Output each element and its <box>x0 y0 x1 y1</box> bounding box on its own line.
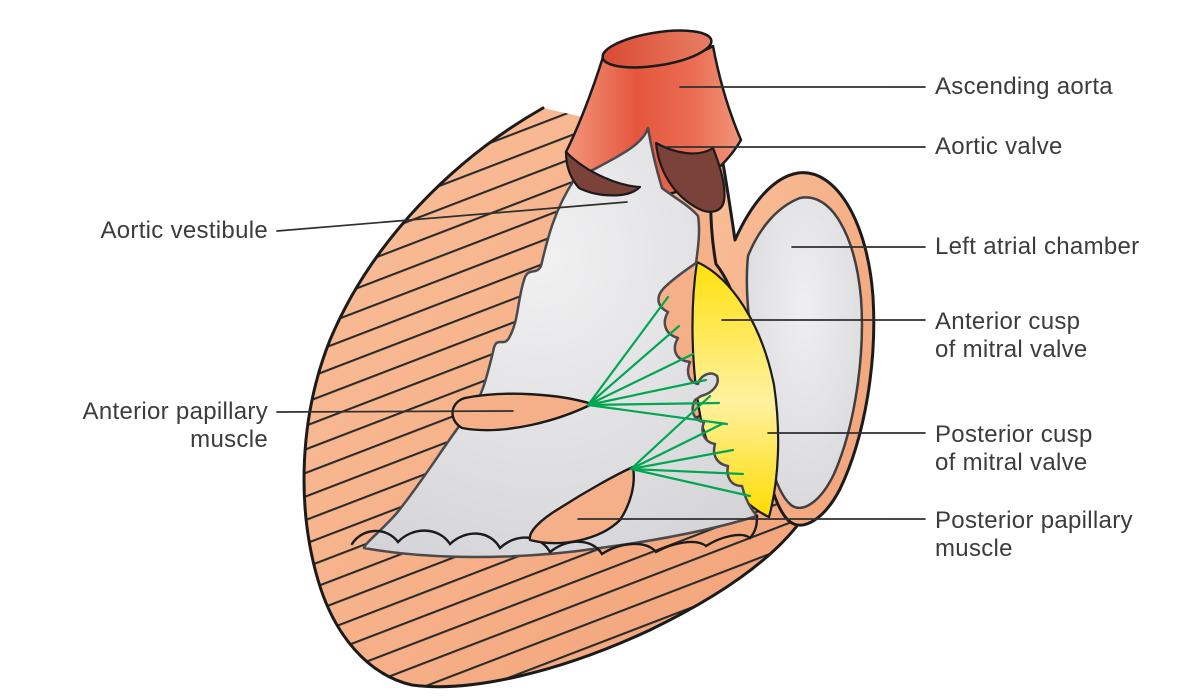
aortic-valve-cusps <box>564 141 726 213</box>
label-ascending-aorta: Ascending aorta <box>935 73 1113 100</box>
label-anterior-cusp-of-mitral-valve: Anterior cusp of mitral valve <box>935 308 1088 363</box>
label-posterior-papillary-muscle: Posterior papillary muscle <box>935 507 1133 562</box>
label-anterior-papillary-muscle: Anterior papillary muscle <box>82 398 268 453</box>
label-aortic-vestibule: Aortic vestibule <box>100 217 268 244</box>
chordae-tendineae-lines <box>586 295 752 498</box>
heart-outline <box>302 106 802 689</box>
ventricle-chamber-shape <box>362 126 759 559</box>
leader-lines <box>276 86 926 520</box>
leader-line-aortic-vestibule <box>276 201 628 232</box>
label-posterior-cusp-of-mitral-valve: Posterior cusp of mitral valve <box>935 421 1093 476</box>
aorta-opening <box>601 29 713 69</box>
label-left-atrial-chamber: Left atrial chamber <box>935 233 1140 260</box>
label-aortic-valve: Aortic valve <box>935 133 1063 160</box>
posterior-papillary-muscle-shape <box>528 465 635 545</box>
leader-line-anterior-papillary <box>276 410 514 413</box>
